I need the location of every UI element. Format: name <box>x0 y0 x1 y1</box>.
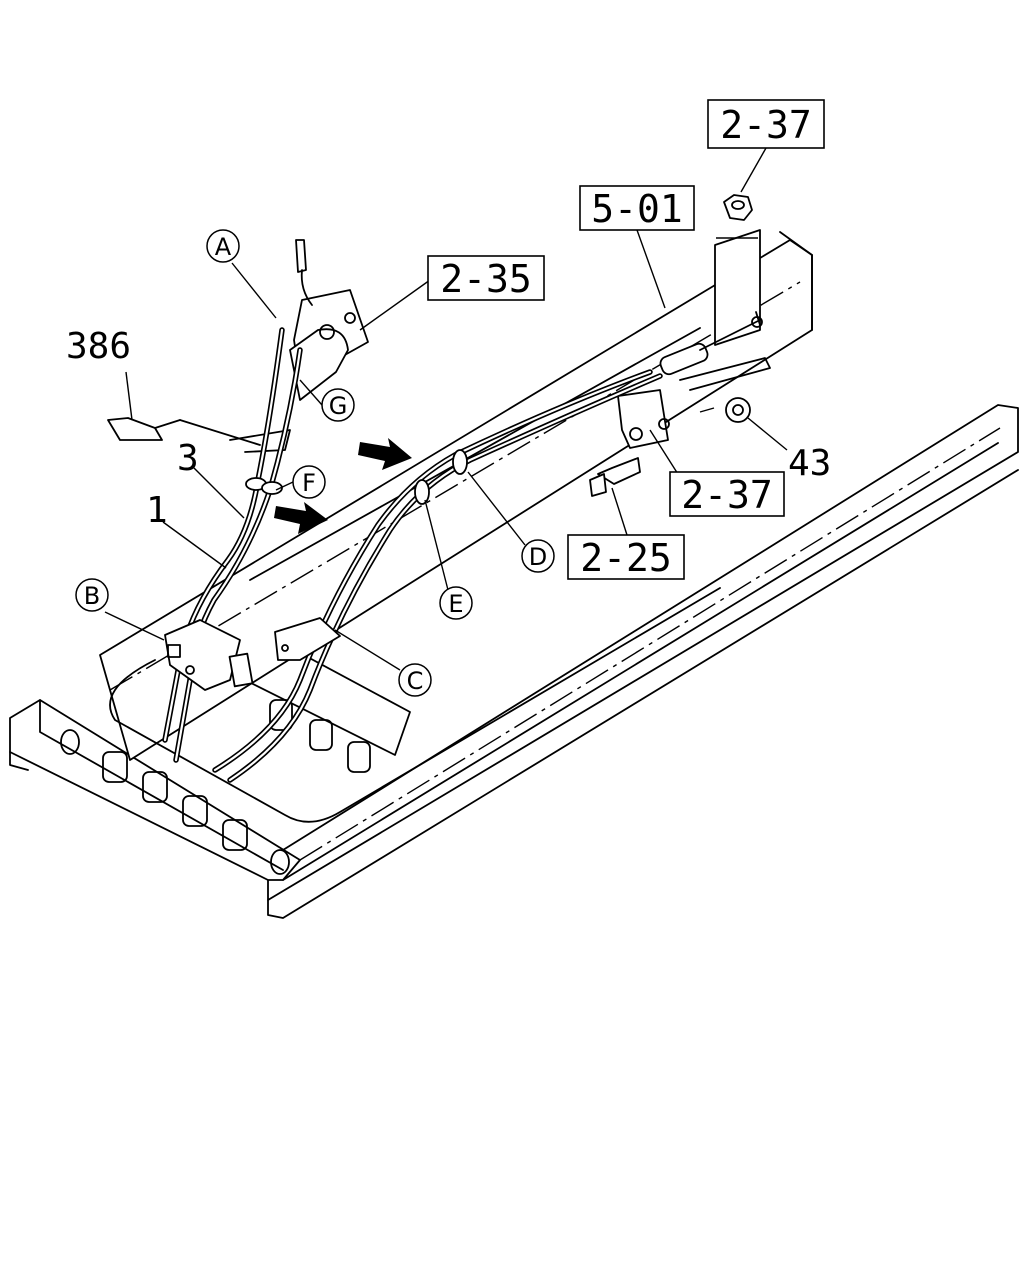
svg-text:C: C <box>407 667 424 695</box>
callout-e: E <box>439 586 473 620</box>
arrow-front-icon <box>358 438 412 470</box>
ref-2-25[interactable]: 2-25 <box>567 534 685 580</box>
arrow-rear-icon <box>274 502 328 534</box>
svg-text:F: F <box>302 469 316 497</box>
svg-text:2-25: 2-25 <box>580 536 672 580</box>
num-386: 386 <box>66 326 131 367</box>
clip-386-icon <box>107 417 291 453</box>
svg-text:E: E <box>448 590 463 618</box>
chassis-frame <box>9 231 1019 919</box>
callout-f: F <box>292 465 326 499</box>
frame-holes <box>60 729 290 875</box>
nut-43-icon <box>725 397 751 423</box>
callout-b: B <box>75 578 109 612</box>
bolt-2-25-icon <box>589 457 641 497</box>
leader-lines <box>104 147 788 671</box>
ref-2-35[interactable]: 2-35 <box>427 255 545 301</box>
svg-text:2-35: 2-35 <box>440 257 532 301</box>
svg-text:G: G <box>329 392 348 420</box>
cable-bracket-b <box>164 619 254 691</box>
svg-text:B: B <box>84 582 100 610</box>
ref-2-37-top[interactable]: 2-37 <box>707 99 825 149</box>
nut-top-icon <box>723 194 753 221</box>
cable-bracket-c <box>274 617 341 661</box>
num-3: 3 <box>177 438 199 479</box>
svg-text:5-01: 5-01 <box>591 187 683 231</box>
callout-c: C <box>398 663 432 697</box>
num-1: 1 <box>146 490 168 531</box>
callout-a: A <box>206 229 240 263</box>
equalizer-assembly <box>617 229 771 449</box>
rear-crossmember-holes <box>269 699 371 773</box>
ref-2-37-right[interactable]: 2-37 <box>669 471 785 517</box>
callout-g: G <box>321 388 355 422</box>
callout-d: D <box>521 539 555 573</box>
svg-text:2-37: 2-37 <box>720 103 812 147</box>
svg-text:2-37: 2-37 <box>681 473 773 517</box>
ref-5-01[interactable]: 5-01 <box>579 185 695 231</box>
svg-text:A: A <box>215 233 232 261</box>
lever-bracket <box>289 239 369 401</box>
direction-arrows <box>274 438 412 534</box>
svg-text:D: D <box>529 543 547 571</box>
num-43: 43 <box>788 443 831 484</box>
